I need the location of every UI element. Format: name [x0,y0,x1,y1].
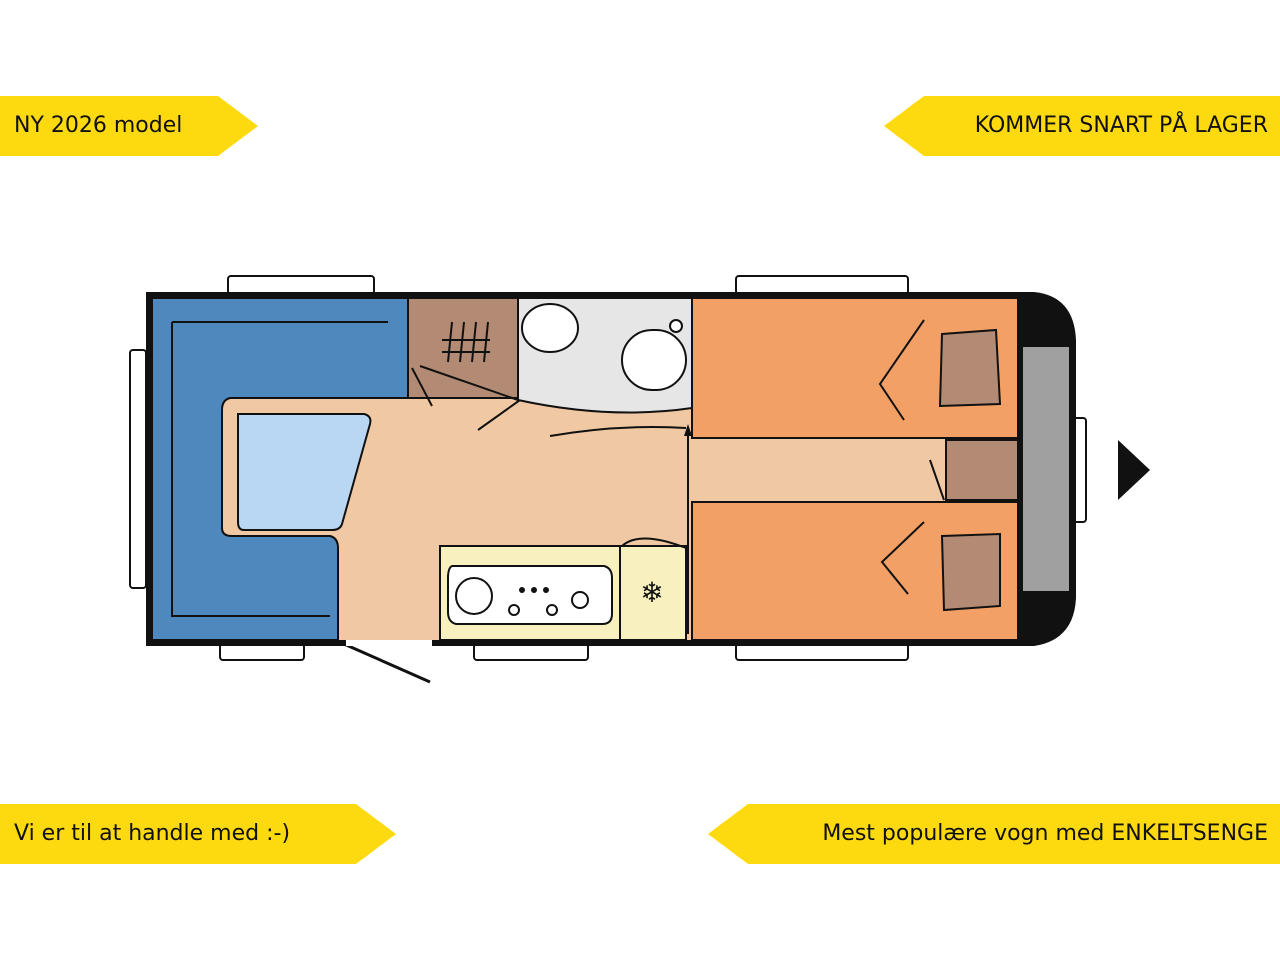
triangle-right-icon [1118,440,1150,500]
washbasin [521,303,579,353]
seating-cushion-outline [171,321,388,617]
toilet [621,329,687,391]
window-frames [129,275,1087,661]
wardrobe [407,297,519,399]
dining-table [237,413,372,531]
stove-burners [508,587,558,616]
sink [447,565,613,625]
entrance-door [343,642,431,684]
pillow-bottom [940,532,1001,612]
wardrobe-hanger-lines [442,321,490,363]
banner-new-model: NY 2026 model [0,96,258,156]
fridge [619,545,687,641]
front-window [1021,345,1071,593]
blanket-fold-bottom [880,521,925,595]
banner-coming-soon: KOMMER SNART PÅ LAGER [884,96,1280,156]
banner-easy-deal: Vi er til at handle med :-) [0,804,396,864]
snowflake-icon: ❄ [640,576,663,609]
blanket-fold-top [878,319,925,421]
bedside-cabinet [945,439,1019,501]
seating-area [151,297,409,641]
pillow-top [938,328,1002,408]
banner-most-popular: Mest populære vogn med ENKELTSENGE [708,804,1280,864]
